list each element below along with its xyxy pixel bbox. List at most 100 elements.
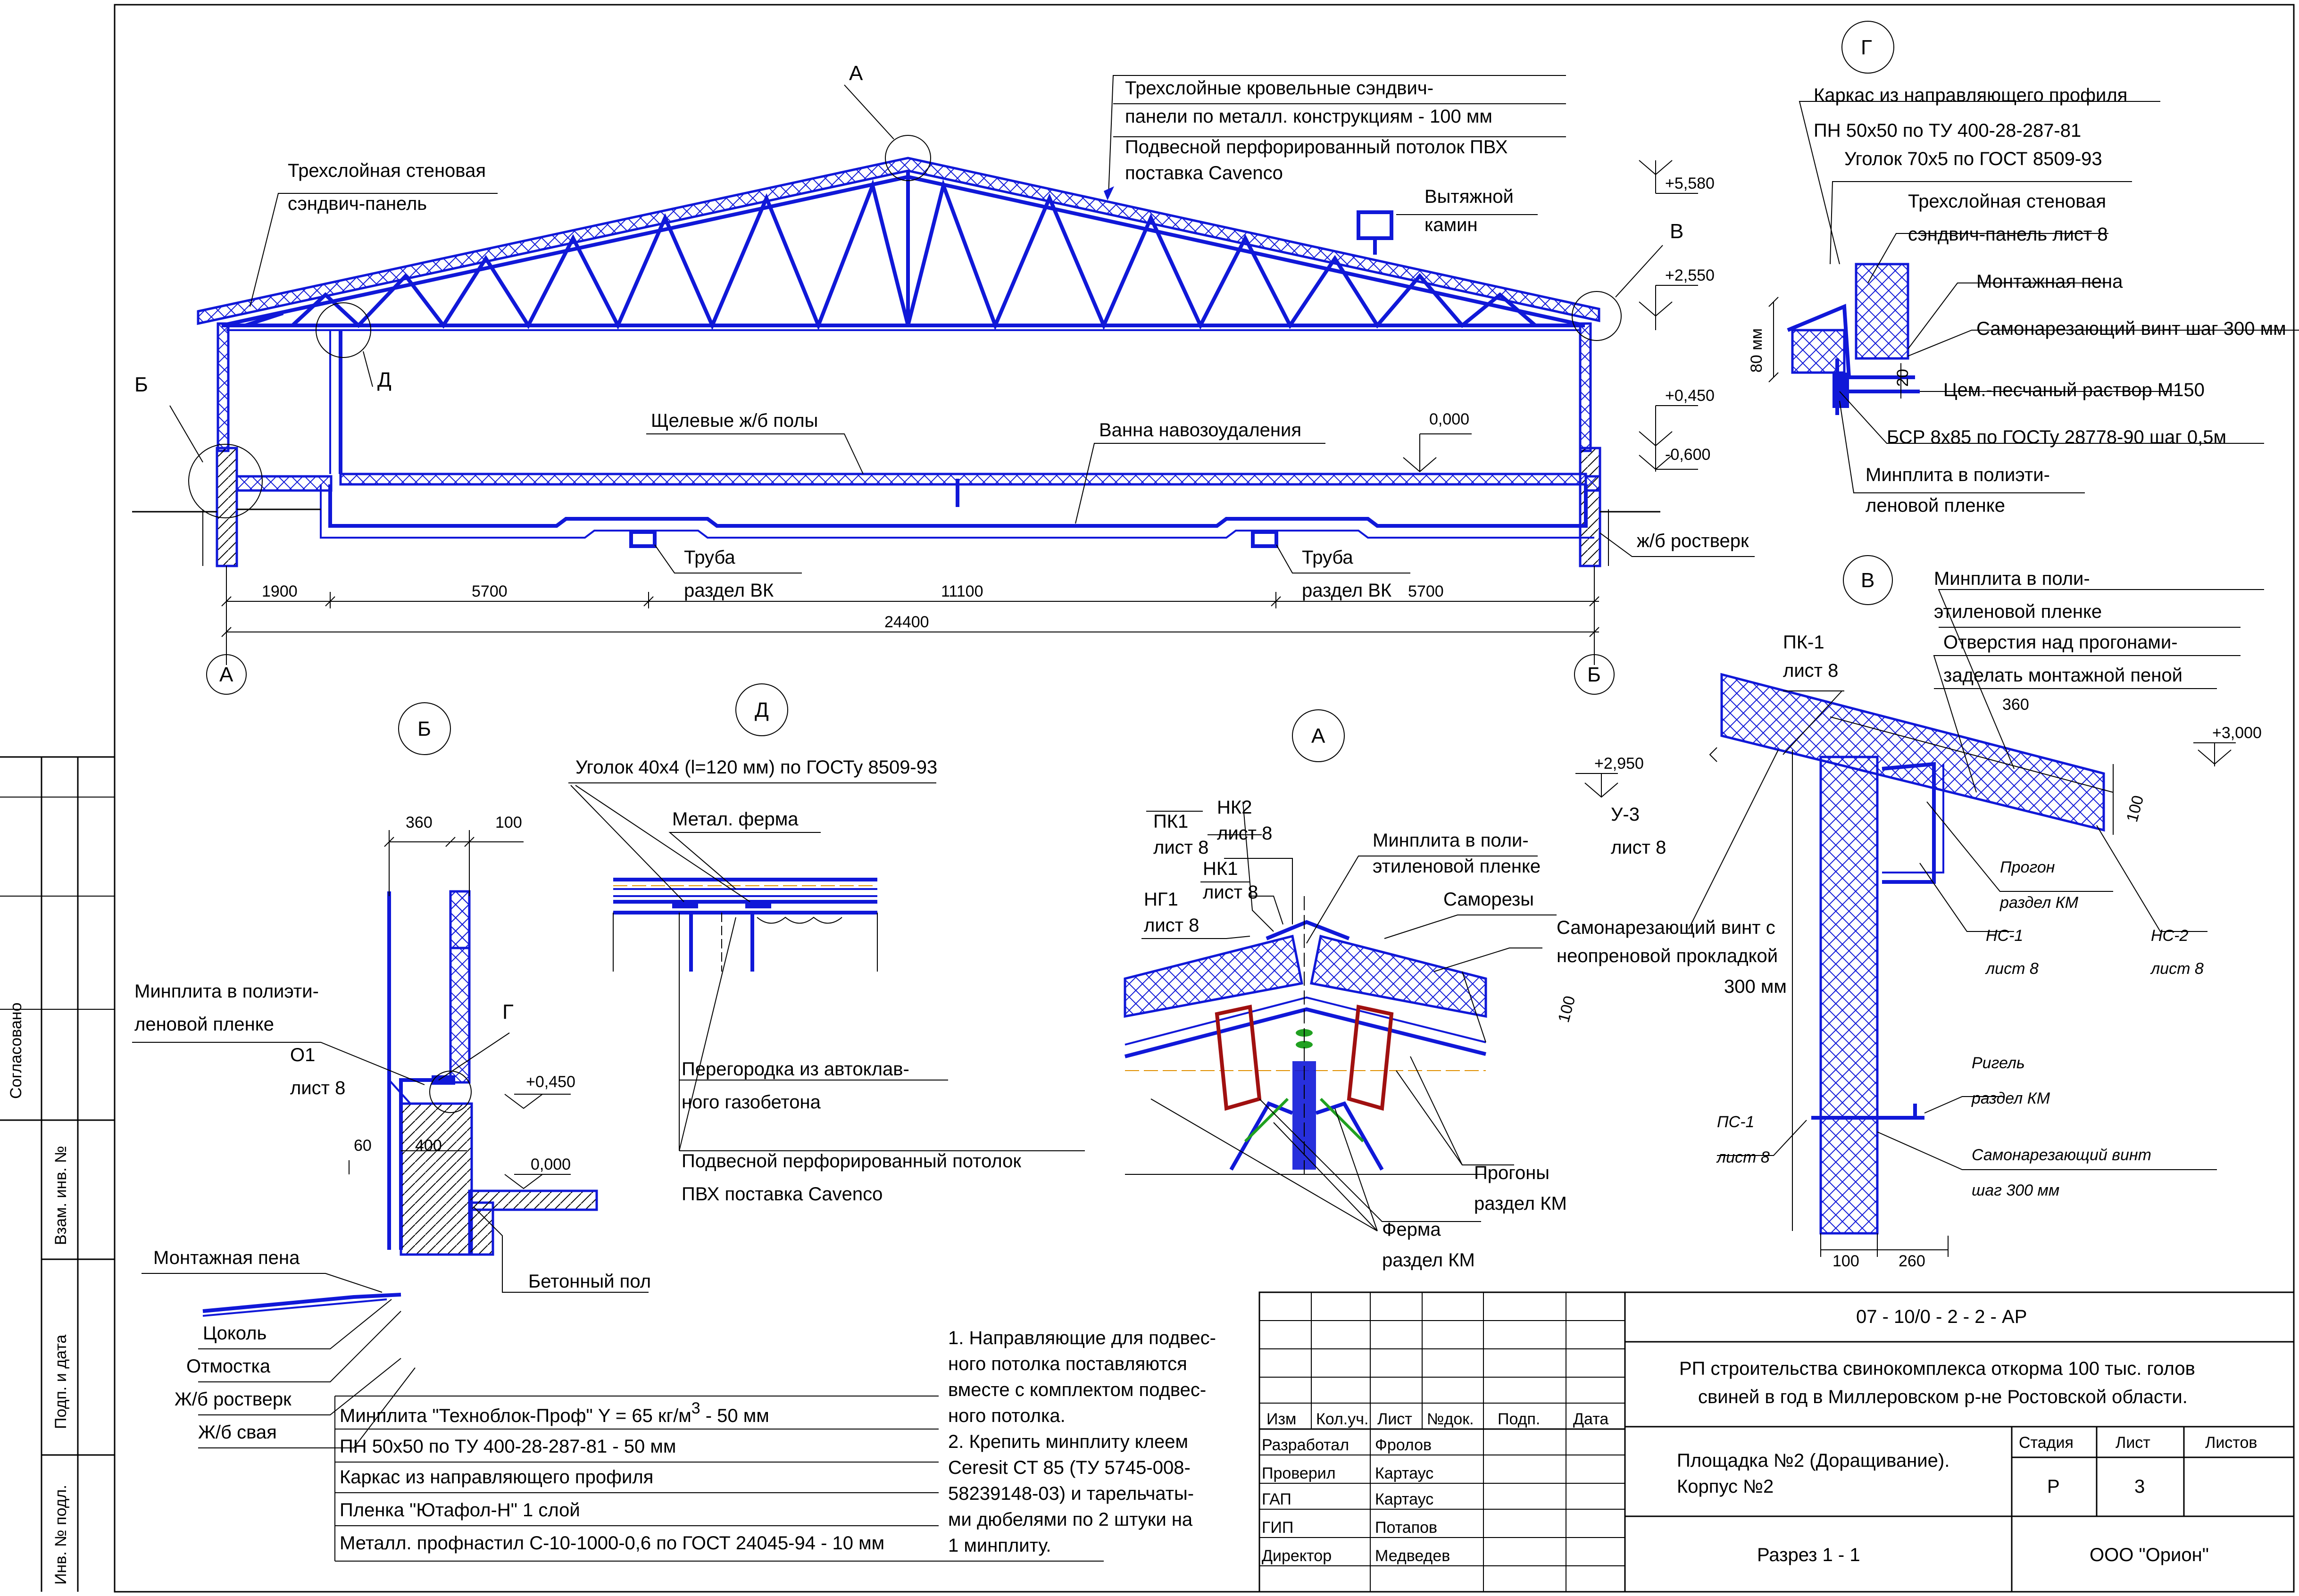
axis-b: Б bbox=[1587, 663, 1601, 686]
detail-b: Б bbox=[132, 702, 651, 1448]
d-note-4: ного газобетона bbox=[682, 1092, 821, 1113]
stamp-stage-header: Стадия bbox=[2019, 1434, 2074, 1452]
detail-g-title: Г bbox=[1861, 36, 1872, 59]
v-dim-b100: 100 bbox=[1833, 1252, 1859, 1270]
a-dim-100: 100 bbox=[1555, 994, 1579, 1024]
g-note-1: Каркас из направляющего профиля bbox=[1814, 85, 2127, 106]
callout-circle-d bbox=[316, 302, 371, 358]
b-dim-400: 400 bbox=[415, 1137, 442, 1155]
wall-note-2: сэндвич-панель bbox=[288, 193, 427, 214]
level-marks bbox=[1403, 160, 1698, 473]
detail-g-panel bbox=[1855, 263, 1909, 360]
stamp-name-3: Картаус bbox=[1375, 1490, 1433, 1508]
g-note-4: Трехслойная стеновая bbox=[1908, 191, 2106, 212]
a-screws: Саморезы bbox=[1443, 889, 1534, 910]
v-note-4: заделать монтажной пеной bbox=[1943, 665, 2182, 686]
d-note-2: Метал. ферма bbox=[672, 809, 799, 830]
stamp-code: 07 - 10/0 - 2 - 2 - АР bbox=[1856, 1306, 2027, 1327]
b-pile: Ж/б свая bbox=[198, 1422, 277, 1443]
stamp-col-list: Лист bbox=[1377, 1410, 1412, 1428]
v-ps1: ПС-1 bbox=[1717, 1113, 1754, 1131]
detail-d-title: Д bbox=[755, 698, 769, 722]
detail-a-right-panel bbox=[1310, 934, 1487, 1018]
note-line-1: 1. Направляющие для подвес- bbox=[948, 1328, 1216, 1348]
roof-note-3: Подвесной перфорированный потолок ПВХ bbox=[1125, 137, 1508, 158]
detail-a-left-panel bbox=[1124, 934, 1303, 1018]
v-dim-100: 100 bbox=[2123, 793, 2147, 824]
detail-v-roof bbox=[1720, 673, 2105, 832]
d-note-6: ПВХ поставка Cavenco bbox=[682, 1184, 883, 1205]
v-ns2: НС-2 bbox=[2151, 927, 2188, 945]
grillage-note: ж/б ростверк bbox=[1637, 531, 1749, 551]
a-nk1-sheet: лист 8 bbox=[1203, 882, 1258, 903]
b-dim-100: 100 bbox=[495, 814, 522, 831]
v-note-1: Минплита в поли- bbox=[1934, 568, 2090, 589]
axis-b-circle bbox=[1574, 654, 1615, 695]
stamp-sheet-header: Лист bbox=[2116, 1434, 2150, 1452]
level-plus045: +0,450 bbox=[1665, 387, 1715, 405]
layer-5: Металл. профнастил С-10-1000-0,6 по ГОСТ… bbox=[340, 1533, 884, 1554]
dim-5700-left: 5700 bbox=[472, 582, 508, 600]
wall-note-1: Трехслойная стеновая bbox=[288, 160, 486, 181]
callout-circle-b bbox=[188, 444, 263, 518]
detail-v: В bbox=[1575, 555, 2264, 1270]
g-note-2: ПН 50х50 по ТУ 400-28-287-81 bbox=[1814, 120, 2081, 141]
a-truss-sec: раздел КМ bbox=[1382, 1250, 1475, 1271]
layer-2: ПН 50х50 по ТУ 400-28-287-81 - 50 мм bbox=[340, 1436, 676, 1457]
stamp-sheet: 3 bbox=[2134, 1476, 2145, 1497]
b-g: Г bbox=[502, 1000, 514, 1023]
v-ps1-sheet: лист 8 bbox=[1716, 1148, 1770, 1166]
note-line-9: 1 минплиту. bbox=[948, 1535, 1051, 1556]
d-note-1: Уголок 40х4 (l=120 мм) по ГОСТу 8509-93 bbox=[575, 757, 937, 778]
d-note-3: Перегородка из автоклав- bbox=[682, 1059, 909, 1080]
callout-circle-a bbox=[885, 135, 931, 181]
stamp-title: Разрез 1 - 1 bbox=[1757, 1545, 1860, 1565]
main-callout-b: Б bbox=[134, 373, 148, 396]
v-u3: У-3 bbox=[1611, 804, 1640, 825]
b-grillage: Ж/б ростверк bbox=[175, 1389, 292, 1410]
b-o1-sheet: лист 8 bbox=[290, 1078, 345, 1098]
b-lvl-0: 0,000 bbox=[531, 1155, 571, 1173]
a-screw-3: 300 мм bbox=[1724, 976, 1787, 997]
pipe-left-section: раздел ВК bbox=[684, 580, 774, 601]
v-u3-sheet: лист 8 bbox=[1611, 837, 1666, 858]
stamp-stage: Р bbox=[2047, 1476, 2060, 1497]
level-ridge: +5,580 bbox=[1665, 175, 1715, 192]
v-dim-b260: 260 bbox=[1899, 1252, 1925, 1270]
a-nk2-sheet: лист 8 bbox=[1217, 823, 1272, 844]
g-note-7: Самонарезающий винт шаг 300 мм bbox=[1976, 318, 2286, 339]
v-rigel: Ригель bbox=[1972, 1054, 2025, 1072]
detail-b-plinth bbox=[400, 1102, 473, 1256]
roof-note-1: Трехслойные кровельные сэндвич- bbox=[1125, 78, 1433, 99]
b-note-2: леновой пленке bbox=[134, 1014, 274, 1035]
stamp-name-4: Потапов bbox=[1375, 1519, 1437, 1537]
note-line-5: 2. Крепить минплиту клеем bbox=[948, 1431, 1188, 1452]
slatted-floor bbox=[339, 473, 1587, 486]
d-note-5: Подвесной перфорированный потолок bbox=[682, 1151, 1021, 1172]
note-line-6: Ceresit CT 85 (ТУ 5745-008- bbox=[948, 1457, 1191, 1478]
a-nk1: НК1 bbox=[1203, 858, 1238, 879]
g-note-8: Цем.-песчаный раствор М150 bbox=[1943, 380, 2205, 400]
g-note-10: Минплита в полиэти- bbox=[1866, 465, 2050, 485]
layer-1: Минплита "Техноблок-Проф" Y = 65 кг/м3 -… bbox=[340, 1399, 769, 1426]
detail-d: Д Уголок 40х4 (l=120 мм) по ГОСТу 8509-9… bbox=[568, 683, 1085, 1205]
dim-24400: 24400 bbox=[884, 613, 929, 631]
v-note-3: Отверстия над прогонами- bbox=[1943, 632, 2178, 653]
manure-bath bbox=[328, 484, 1588, 528]
a-purlins: Прогоны bbox=[1474, 1163, 1549, 1183]
stamp-role-2: Проверил bbox=[1262, 1464, 1336, 1482]
g-note-3: Уголок 70х5 по ГОСТ 8509-93 bbox=[1844, 149, 2102, 169]
stamp-col-izm: Изм bbox=[1266, 1410, 1296, 1428]
side-agreed: Согласовано bbox=[7, 1003, 25, 1099]
main-callout-v: В bbox=[1670, 220, 1683, 243]
a-pk1-sheet: лист 8 bbox=[1153, 837, 1208, 858]
b-note-1: Минплита в полиэти- bbox=[134, 981, 319, 1002]
main-section: А Б В Д Трехслойная стеновая сэндвич-пан… bbox=[132, 62, 1755, 695]
side-inv-orig: Инв. № подл. bbox=[52, 1485, 70, 1585]
stamp-object-2: Корпус №2 bbox=[1677, 1476, 1774, 1497]
callout-circle-v bbox=[1572, 291, 1622, 341]
detail-v-title: В bbox=[1861, 569, 1874, 592]
a-note-1: Минплита в поли- bbox=[1373, 830, 1529, 851]
general-notes: 1. Направляющие для подвес- ного потолка… bbox=[948, 1328, 1216, 1556]
